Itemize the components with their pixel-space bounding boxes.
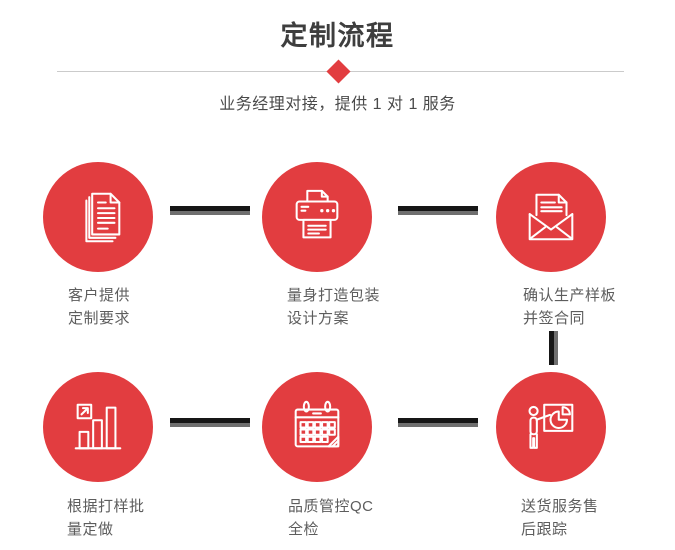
step-label-line: 定制要求 — [68, 310, 131, 327]
step-label-batch-production: 根据打样批 量定做 — [67, 495, 145, 541]
step-label-line: 全检 — [288, 521, 320, 538]
step-label-line: 送货服务售 — [521, 498, 599, 515]
step-circle-batch-production — [43, 372, 153, 482]
step-label-line: 并签合同 — [523, 310, 586, 327]
connector-step4-step5 — [170, 418, 250, 427]
connector-step3-step6 — [549, 331, 558, 365]
step-label-line: 根据打样批 — [67, 498, 145, 515]
step-label-sample-contract: 确认生产样板 并签合同 — [523, 284, 616, 330]
presentation-icon — [528, 403, 574, 449]
step-label-delivery-aftersales: 送货服务售 后跟踪 — [521, 495, 599, 541]
step-label-line: 量身打造包装 — [287, 287, 381, 304]
step-label-quality-control: 品质管控QC 全检 — [288, 495, 374, 541]
step-label-customer-requirements: 客户提供 定制要求 — [68, 284, 130, 330]
subtitle: 业务经理对接，提供 1 对 1 服务 — [219, 96, 456, 113]
printer-icon — [295, 189, 339, 239]
documents-icon — [85, 192, 121, 243]
step-circle-quality-control — [262, 372, 372, 482]
step-label-line: 设计方案 — [287, 310, 350, 327]
step-label-line: 后跟踪 — [521, 521, 568, 538]
page-title: 定制流程 — [280, 21, 395, 51]
step-circle-sample-contract — [496, 162, 606, 272]
step-circle-customer-requirements — [43, 162, 153, 272]
envelope-icon — [528, 193, 574, 241]
bar-chart-icon — [74, 403, 122, 450]
step-label-line: 确认生产样板 — [523, 287, 617, 304]
step-label-packaging-design: 量身打造包装 设计方案 — [287, 284, 380, 330]
calendar-icon — [294, 400, 340, 448]
step-circle-delivery-aftersales — [496, 372, 606, 482]
step-circle-packaging-design — [262, 162, 372, 272]
step-label-line: 量定做 — [67, 521, 114, 538]
connector-step5-step6 — [398, 418, 478, 427]
diamond-accent — [326, 59, 351, 84]
connector-step1-step2 — [170, 206, 250, 215]
connector-step2-step3 — [398, 206, 478, 215]
step-label-line: 品质管控QC — [288, 498, 374, 515]
step-label-line: 客户提供 — [68, 287, 131, 304]
